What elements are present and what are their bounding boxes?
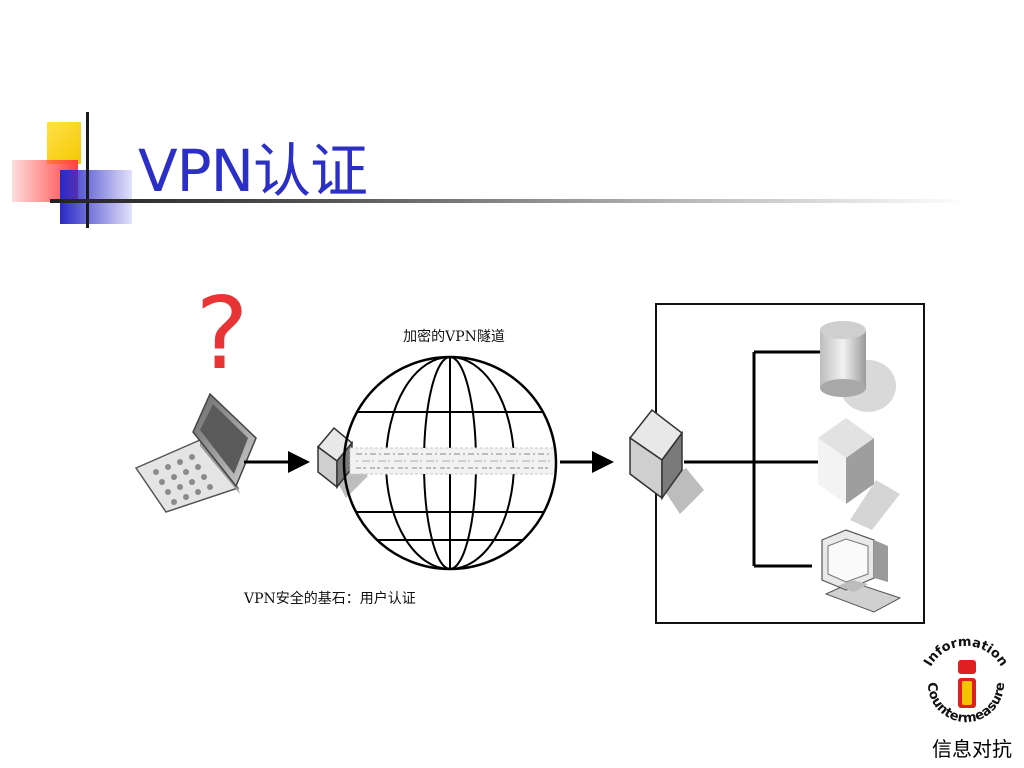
title-deco-vertical-line <box>86 112 89 228</box>
question-mark: ? <box>195 275 248 392</box>
internet-globe-icon <box>342 355 558 571</box>
network-connectors <box>684 350 822 568</box>
title-deco-blue <box>60 170 132 224</box>
tunnel-label: 加密的VPN隧道 <box>403 328 505 345</box>
footer-label: 信息对抗 <box>932 737 1012 761</box>
gateway-right-icon <box>628 408 704 514</box>
workstation-icon <box>821 529 902 613</box>
laptop-icon <box>134 392 257 513</box>
title-deco-yellow <box>47 122 81 164</box>
arrow-to-network <box>560 451 614 473</box>
title-underline <box>50 199 970 203</box>
information-countermeasure-logo: Information Countermeasure i <box>920 635 1012 728</box>
arrow-to-gateway <box>244 451 310 473</box>
auth-caption: VPN安全的基石：用户认证 <box>243 590 416 607</box>
file-server-icon <box>818 418 900 530</box>
database-server-icon <box>820 321 896 412</box>
slide-title: VPN认证 <box>138 137 368 205</box>
